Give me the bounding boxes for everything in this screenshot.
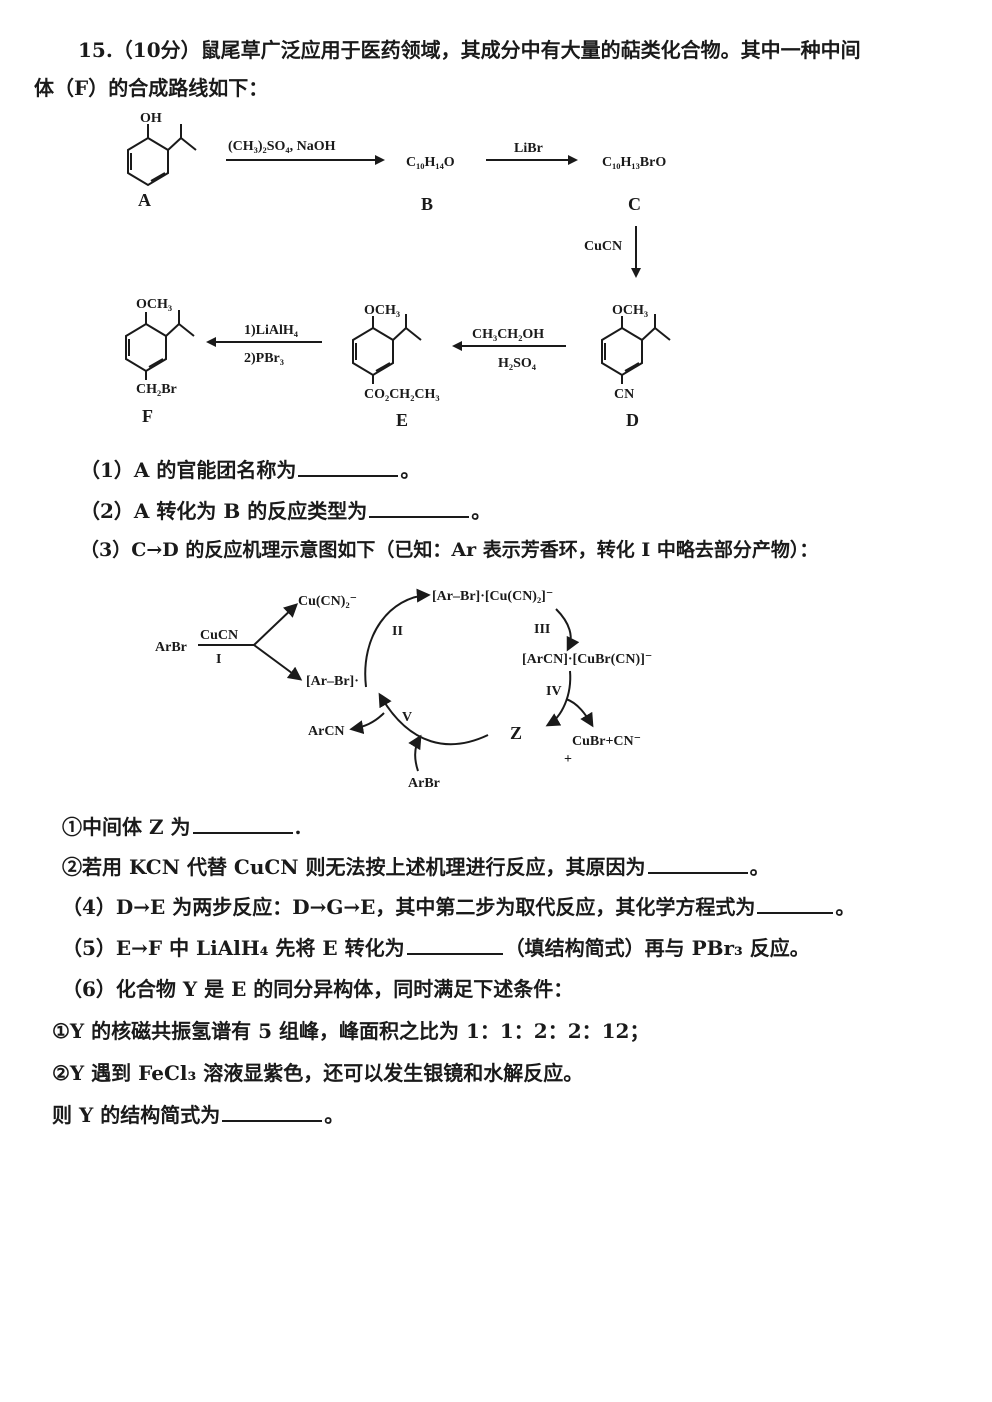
reagent-e-to-f-2: 2)PBr₃ (244, 351, 284, 366)
mech-step-iv: IV (546, 684, 562, 699)
mech-reagent-cucn: CuCN (200, 628, 238, 643)
question-6-condition-1: ①Y 的核磁共振氢谱有 5 组峰，峰面积之比为 1：1：2：2：12； (52, 1019, 650, 1043)
compound-c-formula: C₁₀H₁₃BrO (602, 155, 666, 170)
compound-e-bottom: CO₂CH₂CH₃ (364, 387, 440, 402)
question-4-period: 。 (835, 895, 856, 919)
question-3: （3）C→D 的反应机理示意图如下（已知：Ar 表示芳香环，转化 I 中略去部分… (80, 539, 819, 561)
compound-b-formula: C₁₀H₁₄O (406, 155, 455, 170)
mech-product-arcn: ArCN (308, 724, 345, 739)
question-2-text: （2）A 转化为 B 的反应类型为 (80, 499, 368, 523)
compound-f-top: OCH₃ (136, 297, 172, 312)
question-5-text-b: （填结构简式）再与 PBr₃ 反应。 (504, 936, 810, 960)
question-6-final-text: 则 Y 的结构简式为 (52, 1103, 221, 1127)
compound-e (352, 314, 422, 384)
mech-step-v: V (402, 710, 412, 725)
mech-cucn2: Cu(CN)₂⁻ (298, 594, 357, 609)
mech-step-i: I (216, 652, 221, 667)
mech-arbr-in: ArBr (408, 776, 440, 791)
answer-blank-6[interactable] (222, 1102, 323, 1122)
mech-start-arbr: ArBr (155, 640, 187, 655)
compound-e-top: OCH₃ (364, 303, 400, 318)
question-6-final-period: 。 (324, 1103, 345, 1127)
reagent-d-to-e-1: CH₃CH₂OH (472, 327, 544, 342)
mech-arbr-complex: [Ar–Br]· (306, 674, 359, 689)
compound-d-label: D (626, 410, 639, 430)
compound-d-bottom: CN (614, 387, 634, 402)
mech-intermediate-z: Z (510, 723, 522, 743)
question-3-2-text: ②若用 KCN 代替 CuCN 则无法按上述机理进行反应，其原因为 (62, 855, 646, 879)
compound-b-label: B (421, 194, 433, 214)
question-1: （1）A 的官能团名称为 。 (80, 454, 420, 483)
answer-blank-3-2[interactable] (647, 854, 748, 874)
question-1-text: （1）A 的官能团名称为 (80, 458, 297, 482)
reagent-a-to-b: (CH₃)₂SO₄, NaOH (228, 139, 336, 154)
answer-blank-3-1[interactable] (192, 814, 293, 834)
answer-blank-2[interactable] (369, 498, 470, 518)
synthesis-scheme: OH A (CH₃)₂SO₄, NaOH C₁₀H₁₄O B LiBr C₁₀H… (125, 111, 671, 430)
question-6-final: 则 Y 的结构简式为 。 (52, 1099, 344, 1128)
compound-a-substituent: OH (140, 111, 162, 126)
reagent-d-to-e-2: H₂SO₄ (498, 356, 537, 371)
compound-a (127, 124, 197, 187)
mech-arbr-cucn2: [Ar–Br]·[Cu(CN)₂]⁻ (432, 589, 553, 604)
compound-c-label: C (628, 194, 641, 214)
question-3-1: ①中间体 Z 为. (62, 811, 302, 840)
reagent-b-to-c: LiBr (514, 141, 543, 156)
question-6-condition-2: ②Y 遇到 FeCl₃ 溶液显紫色，还可以发生银镜和水解反应。 (52, 1061, 584, 1085)
question-3-1-dot: . (294, 815, 302, 839)
compound-d-top: OCH₃ (612, 303, 648, 318)
compound-a-label: A (138, 190, 151, 210)
compound-f (125, 310, 195, 380)
reagent-e-to-f-1: 1)LiAlH₄ (244, 323, 299, 338)
answer-blank-1[interactable] (298, 457, 399, 477)
mech-step-ii: II (392, 624, 403, 639)
mech-arcn-cubrcn: [ArCN]·[CuBr(CN)]⁻ (522, 652, 652, 667)
reagent-c-to-d: CuCN (584, 239, 622, 254)
compound-f-bottom: CH₂Br (136, 382, 177, 397)
question-6: （6）化合物 Y 是 E 的同分异构体，同时满足下述条件： (62, 977, 574, 1001)
question-4: （4）D→E 为两步反应：D→G→E，其中第二步为取代反应，其化学方程式为 。 (62, 891, 855, 920)
question-2: （2）A 转化为 B 的反应类型为 。 (80, 495, 491, 524)
answer-blank-5[interactable] (406, 935, 503, 955)
question-5: （5）E→F 中 LiAlH₄ 先将 E 转化为 （填结构简式）再与 PBr₃ 反… (62, 932, 810, 961)
mechanism-diagram: ArBr CuCN I Cu(CN)₂⁻ [Ar–Br]· II [Ar–Br]… (155, 588, 652, 791)
compound-d (601, 314, 671, 384)
question-intro-line2: 体（F）的合成路线如下： (34, 76, 269, 100)
question-3-2: ②若用 KCN 代替 CuCN 则无法按上述机理进行反应，其原因为 。 (62, 851, 770, 880)
question-intro-line1: 15.（10分）鼠尾草广泛应用于医药领域，其成分中有大量的萜类化合物。其中一种中… (78, 38, 861, 62)
question-3-1-text: ①中间体 Z 为 (62, 815, 191, 839)
question-2-period: 。 (471, 499, 492, 523)
mech-plus: + (564, 752, 572, 767)
answer-blank-4[interactable] (757, 894, 834, 914)
question-4-text: （4）D→E 为两步反应：D→G→E，其中第二步为取代反应，其化学方程式为 (62, 895, 756, 919)
question-5-text-a: （5）E→F 中 LiAlH₄ 先将 E 转化为 (62, 936, 405, 960)
compound-e-label: E (396, 410, 408, 430)
mech-step-iii: III (534, 622, 550, 637)
question-1-period: 。 (400, 458, 421, 482)
question-3-2-period: 。 (749, 855, 770, 879)
mech-byproduct: CuBr+CN⁻ (572, 734, 641, 749)
compound-f-label: F (142, 406, 153, 426)
